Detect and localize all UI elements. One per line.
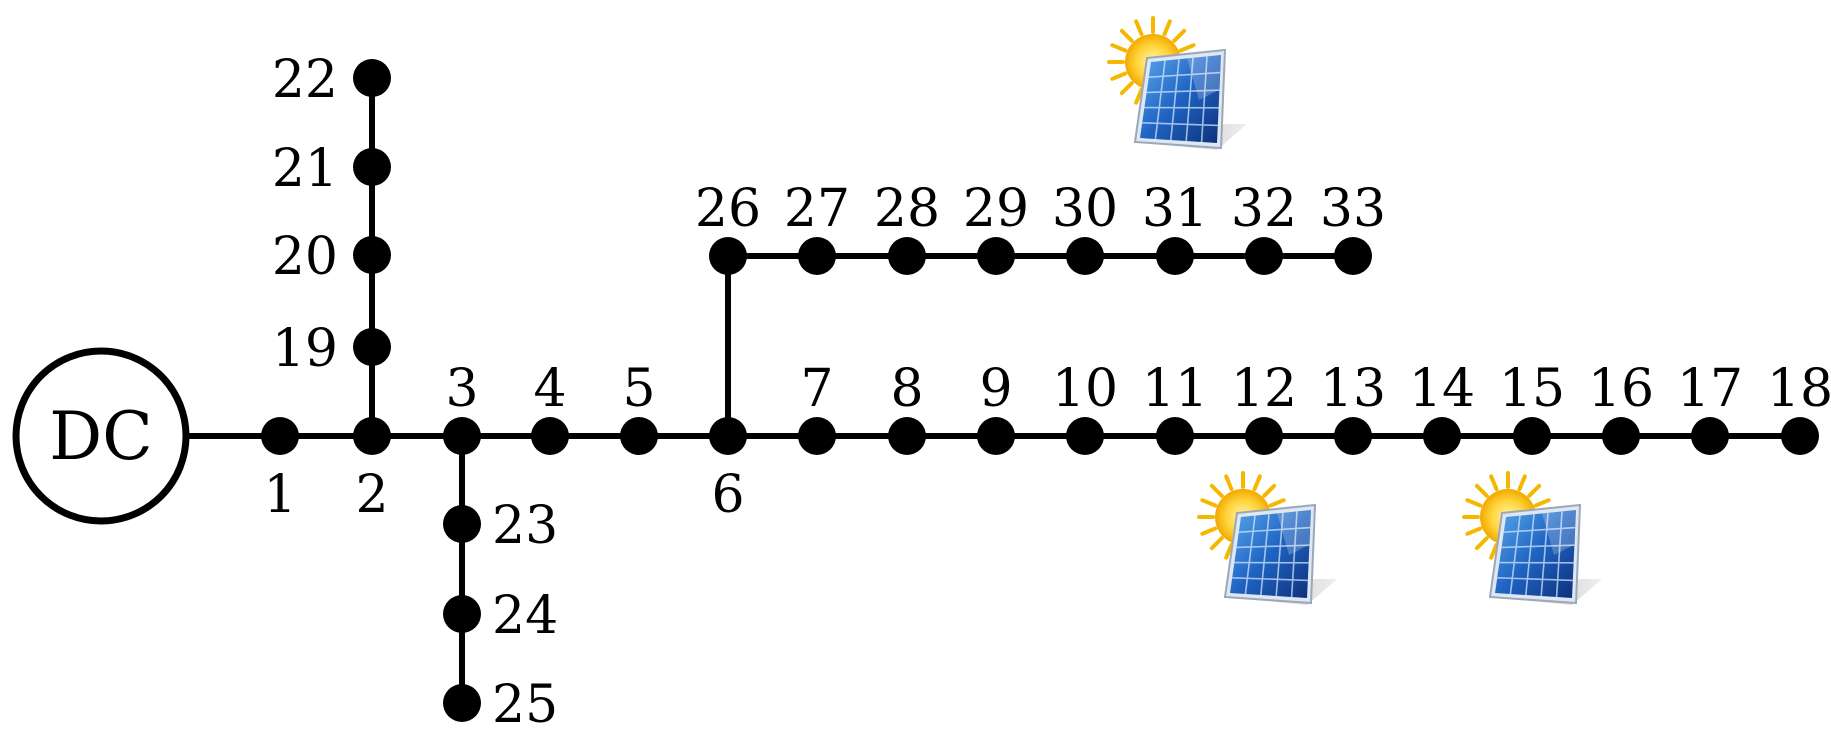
bus-label-3: 3: [445, 359, 478, 419]
bus-label-19: 19: [272, 319, 338, 379]
bus-label-9: 9: [979, 359, 1012, 419]
bus-node-27[interactable]: [798, 237, 836, 275]
bus-label-16: 16: [1588, 359, 1654, 419]
bus-node-25[interactable]: [443, 684, 481, 722]
solar-panel-middle-icon: [1197, 471, 1337, 605]
bus-label-22: 22: [272, 50, 338, 110]
bus-label-17: 17: [1677, 359, 1743, 419]
bus-node-24[interactable]: [443, 595, 481, 633]
bus-node-11[interactable]: [1156, 417, 1194, 455]
bus-node-20[interactable]: [353, 236, 391, 274]
bus-label-21: 21: [272, 139, 338, 199]
bus-label-18: 18: [1767, 359, 1831, 419]
bus-node-13[interactable]: [1334, 417, 1372, 455]
bus-label-14: 14: [1409, 359, 1475, 419]
bus-label-1: 1: [263, 465, 296, 525]
bus-node-8[interactable]: [888, 417, 926, 455]
bus-node-19[interactable]: [353, 328, 391, 366]
bus-node-2[interactable]: [353, 417, 391, 455]
bus-node-16[interactable]: [1602, 417, 1640, 455]
bus-label-6: 6: [711, 465, 744, 525]
bus-node-21[interactable]: [353, 148, 391, 186]
bus-node-1[interactable]: [261, 417, 299, 455]
bus-label-29: 29: [963, 179, 1029, 239]
bus-node-17[interactable]: [1691, 417, 1729, 455]
bus-label-33: 33: [1320, 179, 1386, 239]
pv-generators: [1107, 16, 1602, 605]
bus-node-15[interactable]: [1513, 417, 1551, 455]
bus-node-6[interactable]: [709, 417, 747, 455]
bus-node-26[interactable]: [709, 237, 747, 275]
bus-label-7: 7: [800, 359, 833, 419]
bus-node-4[interactable]: [531, 417, 569, 455]
bus-node-28[interactable]: [888, 237, 926, 275]
bus-label-10: 10: [1052, 359, 1118, 419]
bus-nodes: [261, 59, 1819, 722]
bus-label-23: 23: [492, 496, 558, 556]
bus-label-5: 5: [622, 359, 655, 419]
bus-node-23[interactable]: [443, 505, 481, 543]
bus-label-13: 13: [1320, 359, 1386, 419]
bus-label-11: 11: [1142, 359, 1208, 419]
bus-label-32: 32: [1231, 179, 1297, 239]
bus-node-12[interactable]: [1245, 417, 1283, 455]
bus-label-12: 12: [1231, 359, 1297, 419]
bus-label-25: 25: [492, 675, 558, 732]
dc-source-label: DC: [49, 398, 152, 475]
bus-node-22[interactable]: [353, 59, 391, 97]
bus-node-32[interactable]: [1245, 237, 1283, 275]
bus-node-9[interactable]: [977, 417, 1015, 455]
solar-panel-top-icon: [1107, 16, 1247, 150]
bus-node-3[interactable]: [443, 417, 481, 455]
bus-node-14[interactable]: [1423, 417, 1461, 455]
bus-node-7[interactable]: [798, 417, 836, 455]
bus-label-20: 20: [272, 227, 338, 287]
bus-label-8: 8: [890, 359, 923, 419]
bus-node-10[interactable]: [1066, 417, 1104, 455]
bus-node-29[interactable]: [977, 237, 1015, 275]
bus-node-18[interactable]: [1781, 417, 1819, 455]
bus-label-26: 26: [695, 179, 761, 239]
bus-node-5[interactable]: [620, 417, 658, 455]
bus-node-33[interactable]: [1334, 237, 1372, 275]
dc-source-circle: [12, 347, 190, 525]
bus-node-30[interactable]: [1066, 237, 1104, 275]
bus-label-2: 2: [355, 465, 388, 525]
bus-label-4: 4: [533, 359, 566, 419]
dc-source[interactable]: DC: [12, 347, 190, 525]
solar-panel-right-icon: [1462, 471, 1602, 605]
bus-label-24: 24: [492, 586, 558, 646]
bus-node-31[interactable]: [1156, 237, 1194, 275]
bus-label-27: 27: [784, 179, 850, 239]
bus-label-15: 15: [1499, 359, 1565, 419]
bus-label-31: 31: [1142, 179, 1208, 239]
bus-label-30: 30: [1052, 179, 1118, 239]
bus-label-28: 28: [874, 179, 940, 239]
